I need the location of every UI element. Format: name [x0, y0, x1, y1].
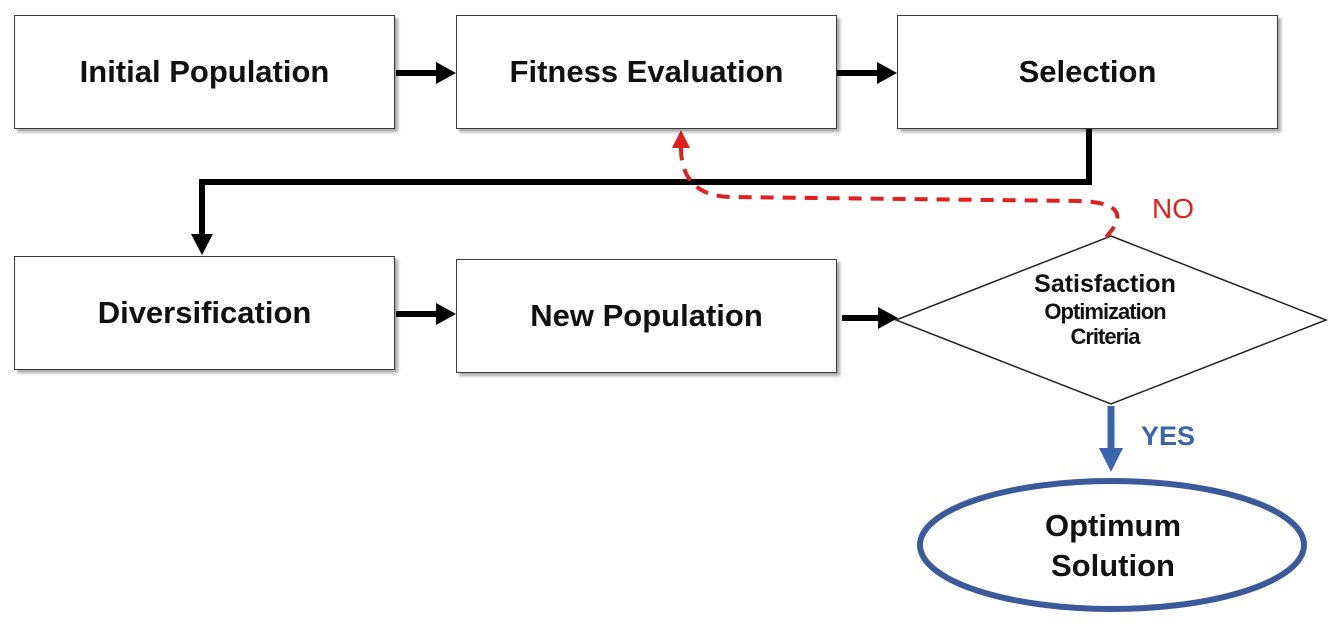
criteria-diamond [893, 235, 1329, 405]
fitness-evaluation-label: Fitness Evaluation [509, 54, 784, 89]
optimum-solution-ellipse [917, 478, 1307, 612]
arrow-initial-to-fitness [396, 62, 456, 84]
arrow-newpop-to-criteria [842, 307, 898, 329]
diversification-box: Diversification [14, 256, 395, 370]
optimum-solution-line2: Solution [1051, 547, 1175, 583]
criteria-label-line2: Optimization [1044, 298, 1166, 324]
diversification-label: Diversification [97, 295, 312, 330]
selection-label: Selection [1018, 54, 1157, 89]
new-population-label: New Population [530, 298, 763, 333]
criteria-label-line1: Satisfaction [1034, 270, 1176, 298]
yes-arrow [1099, 406, 1123, 472]
selection-box: Selection [897, 15, 1278, 129]
yes-label: YES [1141, 421, 1196, 451]
fitness-evaluation-box: Fitness Evaluation [456, 15, 837, 129]
no-label: NO [1152, 193, 1194, 224]
optimum-solution-line1: Optimum [1044, 508, 1182, 543]
criteria-label-line3: Criteria [1070, 324, 1140, 350]
new-population-box: New Population [456, 259, 837, 373]
arrow-fitness-to-selection [837, 62, 897, 84]
no-loop-arrowhead [672, 130, 690, 148]
no-loop-dashed-arrow [678, 144, 1120, 239]
initial-population-box: Initial Population [14, 15, 395, 129]
arrow-diversification-to-newpop [396, 303, 456, 325]
criteria-label: Satisfaction Optimization Criteria [960, 270, 1250, 349]
optimum-solution-label: Optimum Solution [960, 506, 1266, 585]
initial-population-label: Initial Population [79, 54, 330, 89]
arrow-selection-to-diversification [191, 129, 1092, 255]
